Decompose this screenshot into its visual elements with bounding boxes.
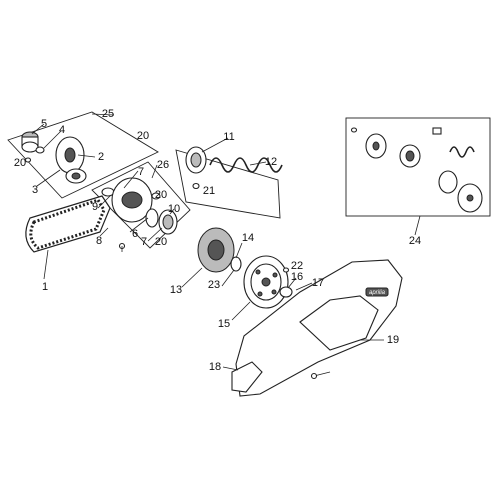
drive-belt [25, 195, 111, 253]
driven-pulley-assembly [101, 177, 178, 252]
part-6-washer [145, 208, 159, 228]
callout-16: 16 [291, 271, 303, 283]
callout-1: 1 [42, 281, 48, 293]
callout-7a: 7 [138, 166, 144, 178]
callout-18: 18 [209, 361, 221, 373]
callout-11: 11 [223, 131, 234, 143]
part-12-spring [209, 157, 283, 173]
callout-8: 8 [96, 235, 102, 247]
part-20-screw [24, 157, 32, 163]
spring-assembly [185, 146, 283, 190]
callout-20b: 20 [137, 130, 149, 142]
part-23-washer [230, 256, 242, 272]
callout-4: 4 [59, 124, 65, 136]
callout-2: 2 [98, 151, 104, 163]
cover-logo-text: aprilia [369, 290, 386, 296]
group-25-frame [7, 111, 159, 199]
callout-20a: 20 [14, 157, 26, 169]
callout-21: 21 [203, 185, 215, 197]
callout-6: 6 [132, 228, 138, 240]
part-16-nut [279, 286, 293, 298]
callout-24: 24 [409, 235, 421, 247]
part-18-intake [231, 361, 263, 393]
leader-lines [31, 113, 421, 371]
part-4-ring [35, 146, 45, 154]
callout-20c: 20 [155, 189, 167, 201]
group-26-frame [91, 161, 191, 249]
callout-15: 15 [218, 318, 230, 330]
callout-12: 12 [265, 156, 277, 168]
callout-19: 19 [387, 334, 399, 346]
group-24-parts [350, 127, 483, 213]
part-21-pin [192, 182, 200, 190]
callout-13: 13 [170, 284, 182, 296]
callout-9: 9 [92, 201, 98, 213]
clutch-assembly [197, 227, 293, 309]
callout-3: 3 [32, 184, 38, 196]
variator-assembly [21, 131, 87, 184]
callout-17: 17 [312, 277, 324, 289]
part-22-nut [282, 267, 290, 273]
transmission-cover: aprilia [231, 259, 403, 397]
callout-7b: 7 [141, 236, 147, 248]
callout-22: 22 [291, 260, 303, 272]
callout-20d: 20 [155, 236, 167, 248]
group-24-frame [345, 117, 491, 217]
callout-14: 14 [242, 232, 254, 244]
callout-25: 25 [102, 108, 114, 120]
cover-screw [310, 372, 318, 380]
cover-logo-badge [365, 287, 389, 297]
callout-numbers: 1 2 3 4 5 6 7 7 8 9 10 11 12 13 14 15 16… [14, 108, 421, 373]
callout-26: 26 [157, 159, 169, 171]
callout-5: 5 [41, 118, 47, 130]
callout-10: 10 [168, 203, 180, 215]
group-12-frame [175, 149, 281, 219]
callout-23: 23 [208, 279, 220, 291]
